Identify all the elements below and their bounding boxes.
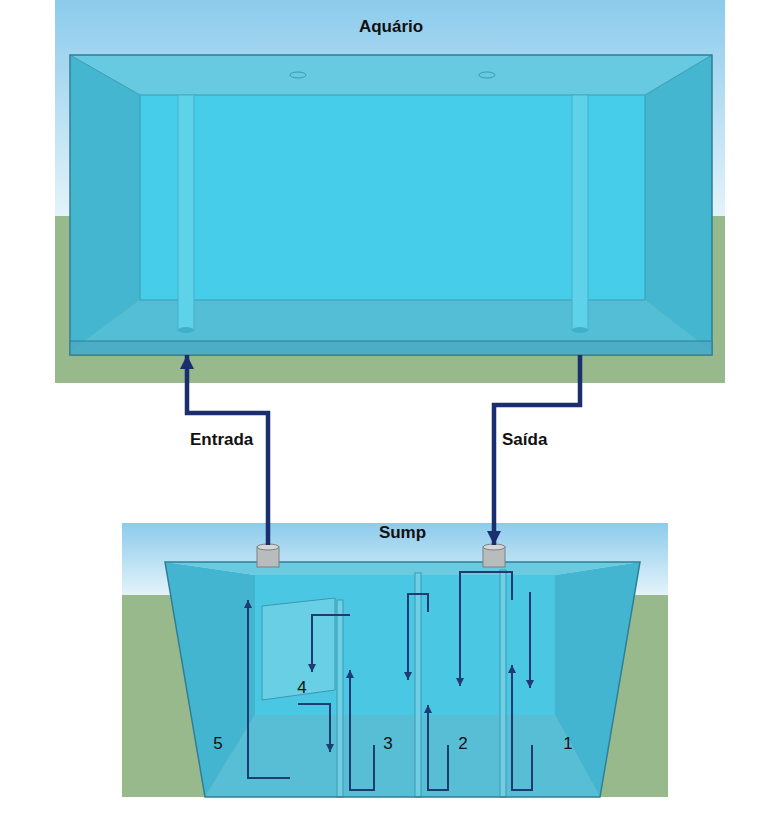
tank-title: Sump — [165, 523, 640, 543]
sump-front-glass — [165, 562, 640, 797]
flow-arrow — [460, 572, 512, 686]
flow-arrow — [298, 704, 330, 752]
pipe-label: Saída — [502, 430, 547, 450]
flow-arrow — [312, 615, 350, 672]
flow-arrow — [512, 665, 532, 790]
flow-connector — [187, 355, 268, 545]
tank-title: Aquário — [70, 17, 712, 37]
callout-number: 4 — [297, 678, 306, 698]
callout-number: 2 — [458, 734, 467, 754]
flow-connector — [494, 355, 580, 545]
tank-node: Aquário — [70, 55, 712, 355]
tank-base-frame — [70, 341, 712, 355]
tank-front-glass — [70, 55, 712, 355]
callout-number: 1 — [563, 734, 572, 754]
callout-number: 5 — [213, 734, 222, 754]
flow-arrow — [529, 592, 531, 688]
flow-arrow — [248, 600, 290, 778]
flow-arrow — [408, 594, 428, 680]
pipe-label: Entrada — [190, 430, 253, 450]
tank-node: Sump — [165, 545, 640, 797]
callout-number: 3 — [383, 734, 392, 754]
flow-arrow — [428, 705, 448, 790]
flow-arrow — [350, 670, 374, 790]
